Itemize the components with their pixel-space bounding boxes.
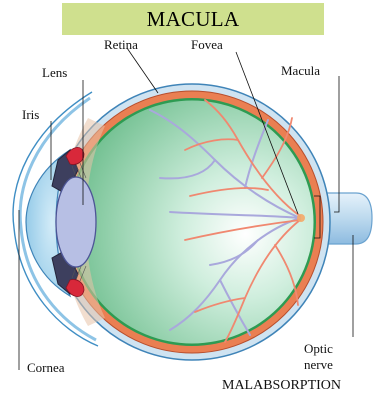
label-retina: Retina [104, 38, 138, 52]
title-banner: MACULA [62, 3, 324, 35]
vitreous-body [71, 101, 314, 344]
lens [56, 177, 96, 267]
page-title: MACULA [147, 7, 240, 32]
label-optic-nerve-line2: nerve [304, 358, 333, 372]
label-fovea: Fovea [191, 38, 223, 52]
label-iris: Iris [22, 108, 39, 122]
label-cornea: Cornea [27, 361, 65, 375]
label-lens: Lens [42, 66, 67, 80]
label-optic-nerve-line1: Optic [304, 342, 333, 356]
fovea-spot [297, 214, 305, 222]
label-macula: Macula [281, 64, 320, 78]
footer-caption: MALABSORPTION [222, 378, 341, 394]
